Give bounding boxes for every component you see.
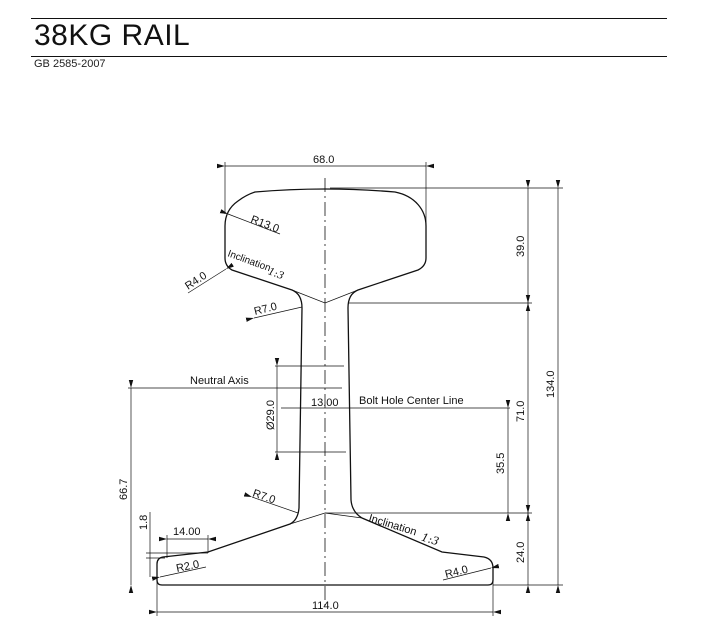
base-left-radius-label: R2.0	[175, 558, 200, 575]
base-inclination-ratio: 1:3	[420, 531, 441, 549]
base-width-label: 114.0	[312, 600, 339, 612]
web-top-radius-label: R7.0	[253, 301, 278, 318]
base-flat-label: 14.00	[173, 526, 201, 538]
web-height-label: 71.0	[515, 401, 527, 422]
bolt-hole-diameter-label: Ø29.0	[265, 400, 277, 430]
title-top-rule	[31, 18, 667, 19]
base-edge-label: 1.8	[138, 515, 150, 530]
base-inclination-word: Inclination	[367, 512, 418, 538]
r4-base-leader	[442, 563, 500, 581]
r4-head-leader	[187, 262, 234, 294]
neutral-axis-height-label: 66.7	[118, 479, 130, 500]
head-inclination-line	[291, 289, 359, 304]
head-width-label: 68.0	[313, 154, 334, 166]
bolt-hole-center-line-label: Bolt Hole Center Line	[359, 395, 464, 407]
base-inclination-line	[289, 512, 363, 525]
web-thickness-label: 13.00	[311, 397, 339, 409]
total-height-label: 134.0	[545, 370, 557, 398]
r13-leader	[219, 209, 281, 235]
base-right-radius-label: R4.0	[444, 564, 469, 581]
head-under-radius-label: R4.0	[183, 270, 209, 293]
head-top-radius-label: R13.0	[249, 214, 281, 236]
base-height-label: 24.0	[515, 542, 527, 563]
r2-leader	[151, 566, 207, 581]
r7-top-leader	[245, 306, 303, 322]
neutral-axis-label: Neutral Axis	[190, 375, 249, 387]
head-inclination-ratio: 1:3	[266, 266, 285, 282]
page-title: 38KG RAIL	[34, 19, 191, 52]
bolt-hole-height-label: 35.5	[495, 453, 507, 474]
r7-bottom-leader	[243, 492, 299, 514]
head-inclination-label: Inclination 1:3	[226, 248, 285, 282]
standard-code: GB 2585-2007	[34, 58, 106, 70]
title-bottom-rule	[31, 56, 667, 57]
web-bottom-radius-label: R7.0	[251, 487, 277, 506]
base-inclination-label: Inclination 1:3	[367, 512, 441, 549]
head-height-label: 39.0	[515, 236, 527, 257]
